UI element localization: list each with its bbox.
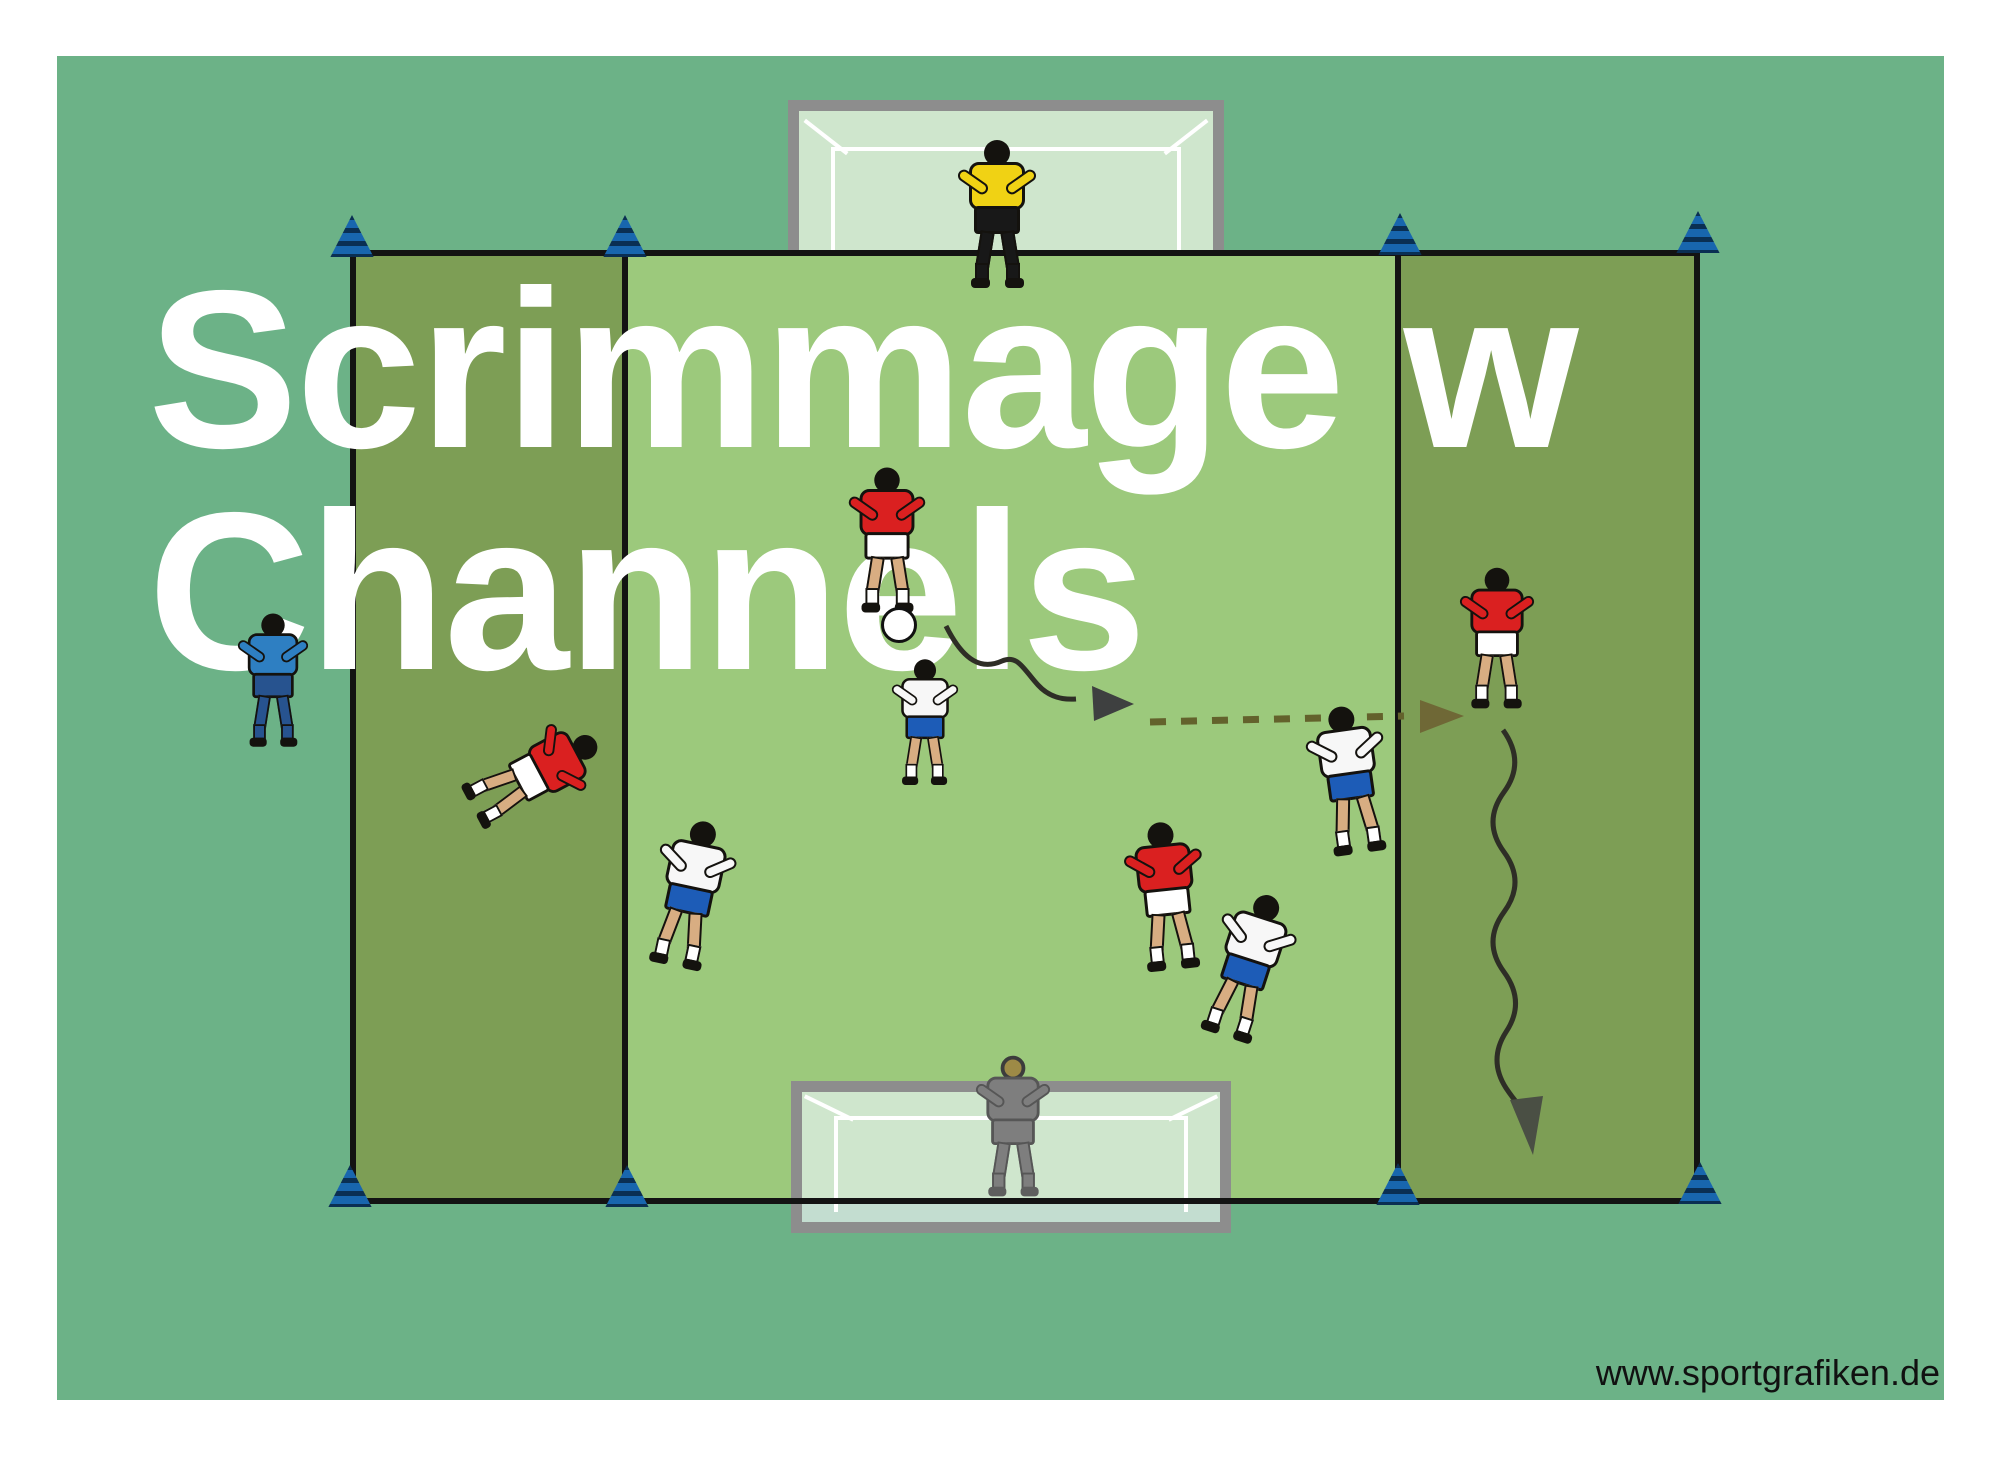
title-line-2: Channels xyxy=(148,465,1147,717)
goal-net xyxy=(831,147,1181,252)
watermark: www.sportgrafiken.de xyxy=(1595,1352,1940,1393)
soccer-ball xyxy=(881,607,917,643)
goal-top xyxy=(788,100,1224,252)
goal-net-diagonal xyxy=(803,118,849,156)
title-line-1: Scrimmage w xyxy=(148,243,1579,495)
left-channel-line xyxy=(622,250,628,1204)
pitch-outline xyxy=(350,250,1700,1204)
right-channel-line xyxy=(1395,250,1401,1204)
goal-net-diagonal xyxy=(1163,118,1209,156)
pitch xyxy=(350,250,1700,1204)
left-channel xyxy=(350,250,625,1204)
